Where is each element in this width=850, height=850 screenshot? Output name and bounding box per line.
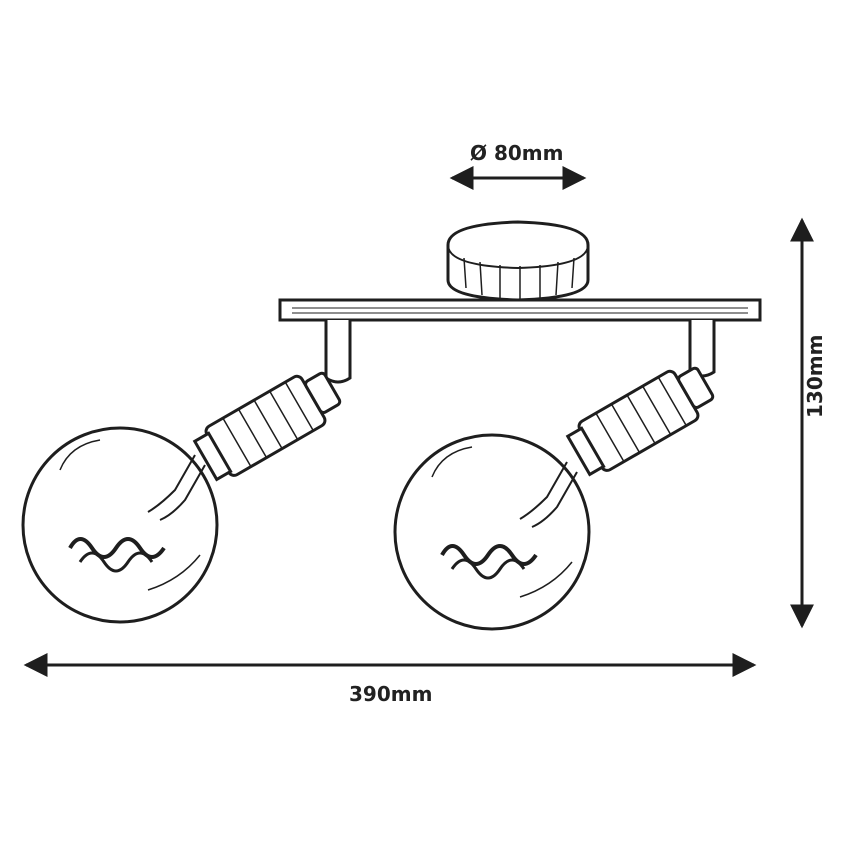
ceiling-canopy [446,220,590,302]
left-bulb-assembly [21,371,342,624]
width-label: 390mm [349,682,433,706]
mounting-bar [278,298,762,322]
left-arm [324,320,352,384]
height-label: 130mm [803,334,827,418]
right-bulb-assembly [393,366,715,631]
diameter-label: Ø 80mm [470,141,564,165]
